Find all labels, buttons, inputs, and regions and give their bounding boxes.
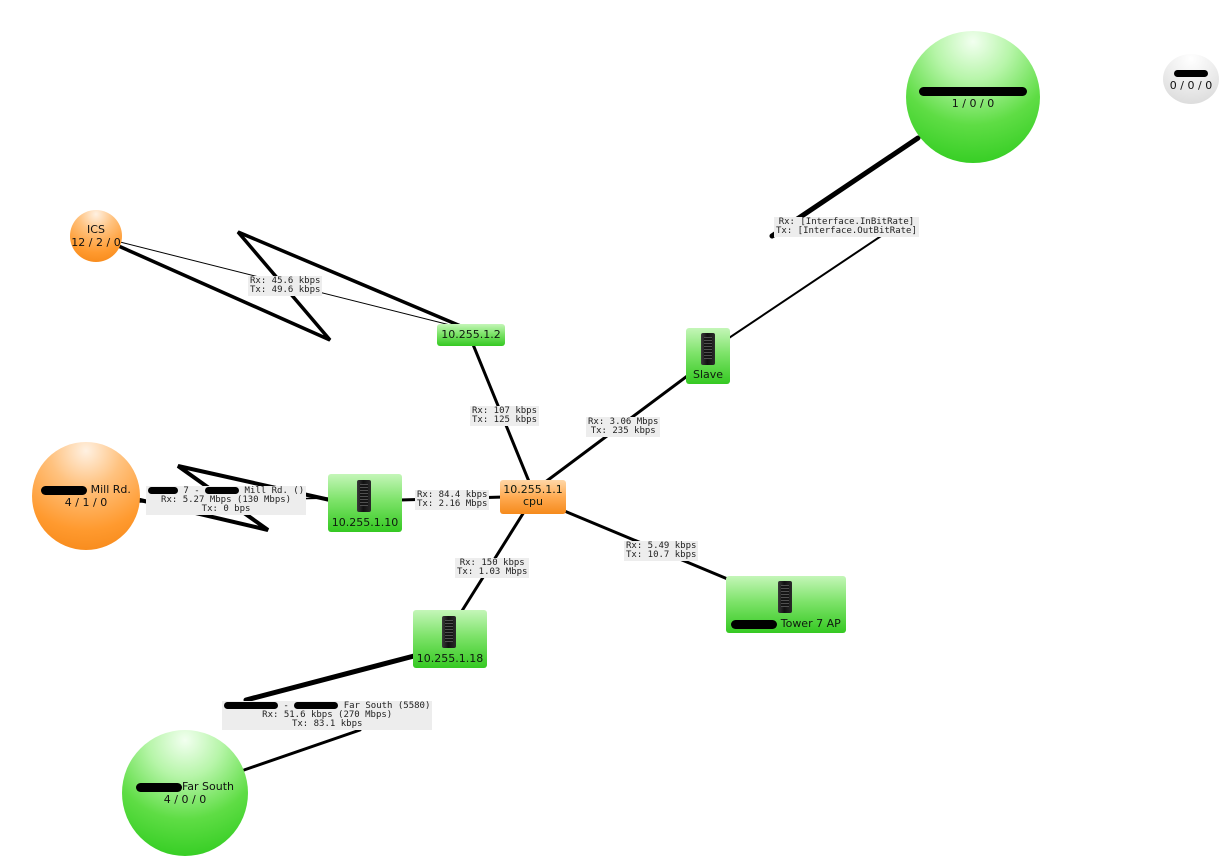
node-far-right[interactable]: 0 / 0 / 0 <box>1163 54 1219 104</box>
server-icon <box>442 616 456 648</box>
link-r18-farsouth <box>243 653 417 703</box>
node-far-south[interactable]: Far South 4 / 0 / 0 <box>122 730 248 856</box>
device-label: 10.255.1.10 <box>331 516 399 529</box>
node-name: Far South <box>135 780 234 793</box>
device-10-255-1-10[interactable]: 10.255.1.10 <box>328 474 402 532</box>
device-cpu[interactable]: 10.255.1.1 cpu <box>500 480 566 514</box>
server-icon <box>701 333 715 365</box>
node-name <box>919 84 1027 97</box>
node-counts: 12 / 2 / 0 <box>71 236 121 249</box>
redaction-mark <box>41 485 88 495</box>
link-label-mill-r10: 7 - Mill Rd. () Rx: 5.27 Mbps (130 Mbps)… <box>146 486 307 515</box>
device-label: 10.255.1.2 <box>441 328 501 341</box>
link-label-r2-cpu: Rx: 107 kbps Tx: 125 kbps <box>470 406 540 426</box>
device-label: Tower 7 AP <box>726 617 846 630</box>
tx-rate: Tx: 0 bps <box>201 504 251 514</box>
device-10-255-1-2[interactable]: 10.255.1.2 <box>437 324 505 346</box>
device-label: 10.255.1.18 <box>416 652 484 665</box>
redaction-mark <box>919 86 1027 96</box>
tx-rate: Tx: 2.16 Mbps <box>417 499 488 509</box>
device-tower-7-ap[interactable]: Tower 7 AP <box>726 576 846 633</box>
device-10-255-1-18[interactable]: 10.255.1.18 <box>413 610 487 668</box>
link-name: - Far South (5580) <box>224 702 430 711</box>
rx-rate: Rx: 45.6 kbps <box>250 276 321 286</box>
link-label-r10-cpu: Rx: 84.4 kbps Tx: 2.16 Mbps <box>415 490 490 510</box>
device-slave[interactable]: Slave <box>686 328 730 384</box>
node-counts: 0 / 0 / 0 <box>1169 79 1213 92</box>
tx-rate: Tx: 1.03 Mbps <box>457 567 528 577</box>
link-label-top-slave: Rx: [Interface.InBitRate] Tx: [Interface… <box>774 217 919 237</box>
redaction-mark <box>135 782 182 792</box>
rx-rate: Rx: 3.06 Mbps <box>588 417 659 427</box>
redaction-mark <box>1174 69 1208 77</box>
node-ics[interactable]: ICS 12 / 2 / 0 <box>70 210 122 262</box>
redaction-mark <box>205 487 240 494</box>
rx-rate: Rx: 5.49 kbps <box>626 541 697 551</box>
link-label-cpu-r18: Rx: 150 kbps Tx: 1.03 Mbps <box>455 558 530 578</box>
node-top-right[interactable]: 1 / 0 / 0 <box>906 31 1040 163</box>
tx-rate: Tx: 83.1 kbps <box>291 719 363 729</box>
server-icon <box>357 480 371 512</box>
link-top-slave-return <box>707 217 909 353</box>
device-ip: 10.255.1.1 <box>503 483 563 496</box>
link-label-r18-farsouth: - Far South (5580) Rx: 51.6 kbps (270 Mb… <box>222 701 433 730</box>
node-counts: 4 / 0 / 0 <box>163 793 207 806</box>
tx-rate: Tx: [Interface.OutBitRate] <box>776 226 917 236</box>
tx-rate: Tx: 125 kbps <box>472 415 538 425</box>
tx-rate: Tx: 235 kbps <box>590 426 656 436</box>
node-mill-rd[interactable]: Mill Rd. 4 / 1 / 0 <box>32 442 140 550</box>
node-name <box>1174 66 1208 79</box>
rx-rate: Rx: 150 kbps <box>459 558 525 568</box>
device-label: cpu <box>522 495 543 508</box>
tx-rate: Tx: 10.7 kbps <box>626 550 697 560</box>
link-label-slave-cpu: Rx: 3.06 Mbps Tx: 235 kbps <box>586 417 661 437</box>
link-r18-farsouth-lower <box>242 728 362 772</box>
device-label: Slave <box>692 368 724 381</box>
node-counts: 4 / 1 / 0 <box>64 496 108 509</box>
redaction-mark <box>294 702 339 709</box>
link-name: 7 - Mill Rd. () <box>148 487 304 496</box>
redaction-mark <box>224 702 278 709</box>
redaction-mark <box>148 487 178 494</box>
link-label-ics-r2: Rx: 45.6 kbps Tx: 49.6 kbps <box>248 276 323 296</box>
tx-rate: Tx: 49.6 kbps <box>250 285 321 295</box>
rx-rate: Rx: 5.27 Mbps (130 Mbps) <box>161 495 292 505</box>
rx-rate: Rx: 107 kbps <box>472 406 538 416</box>
node-name: Mill Rd. <box>41 483 131 496</box>
server-icon <box>778 581 792 613</box>
rx-rate: Rx: [Interface.InBitRate] <box>778 217 915 227</box>
node-name: ICS <box>87 223 105 236</box>
redaction-mark <box>731 619 778 629</box>
rx-rate: Rx: 84.4 kbps <box>417 490 488 500</box>
node-counts: 1 / 0 / 0 <box>951 97 995 110</box>
link-label-cpu-tower7: Rx: 5.49 kbps Tx: 10.7 kbps <box>624 541 699 561</box>
rx-rate: Rx: 51.6 kbps (270 Mbps) <box>262 710 393 720</box>
